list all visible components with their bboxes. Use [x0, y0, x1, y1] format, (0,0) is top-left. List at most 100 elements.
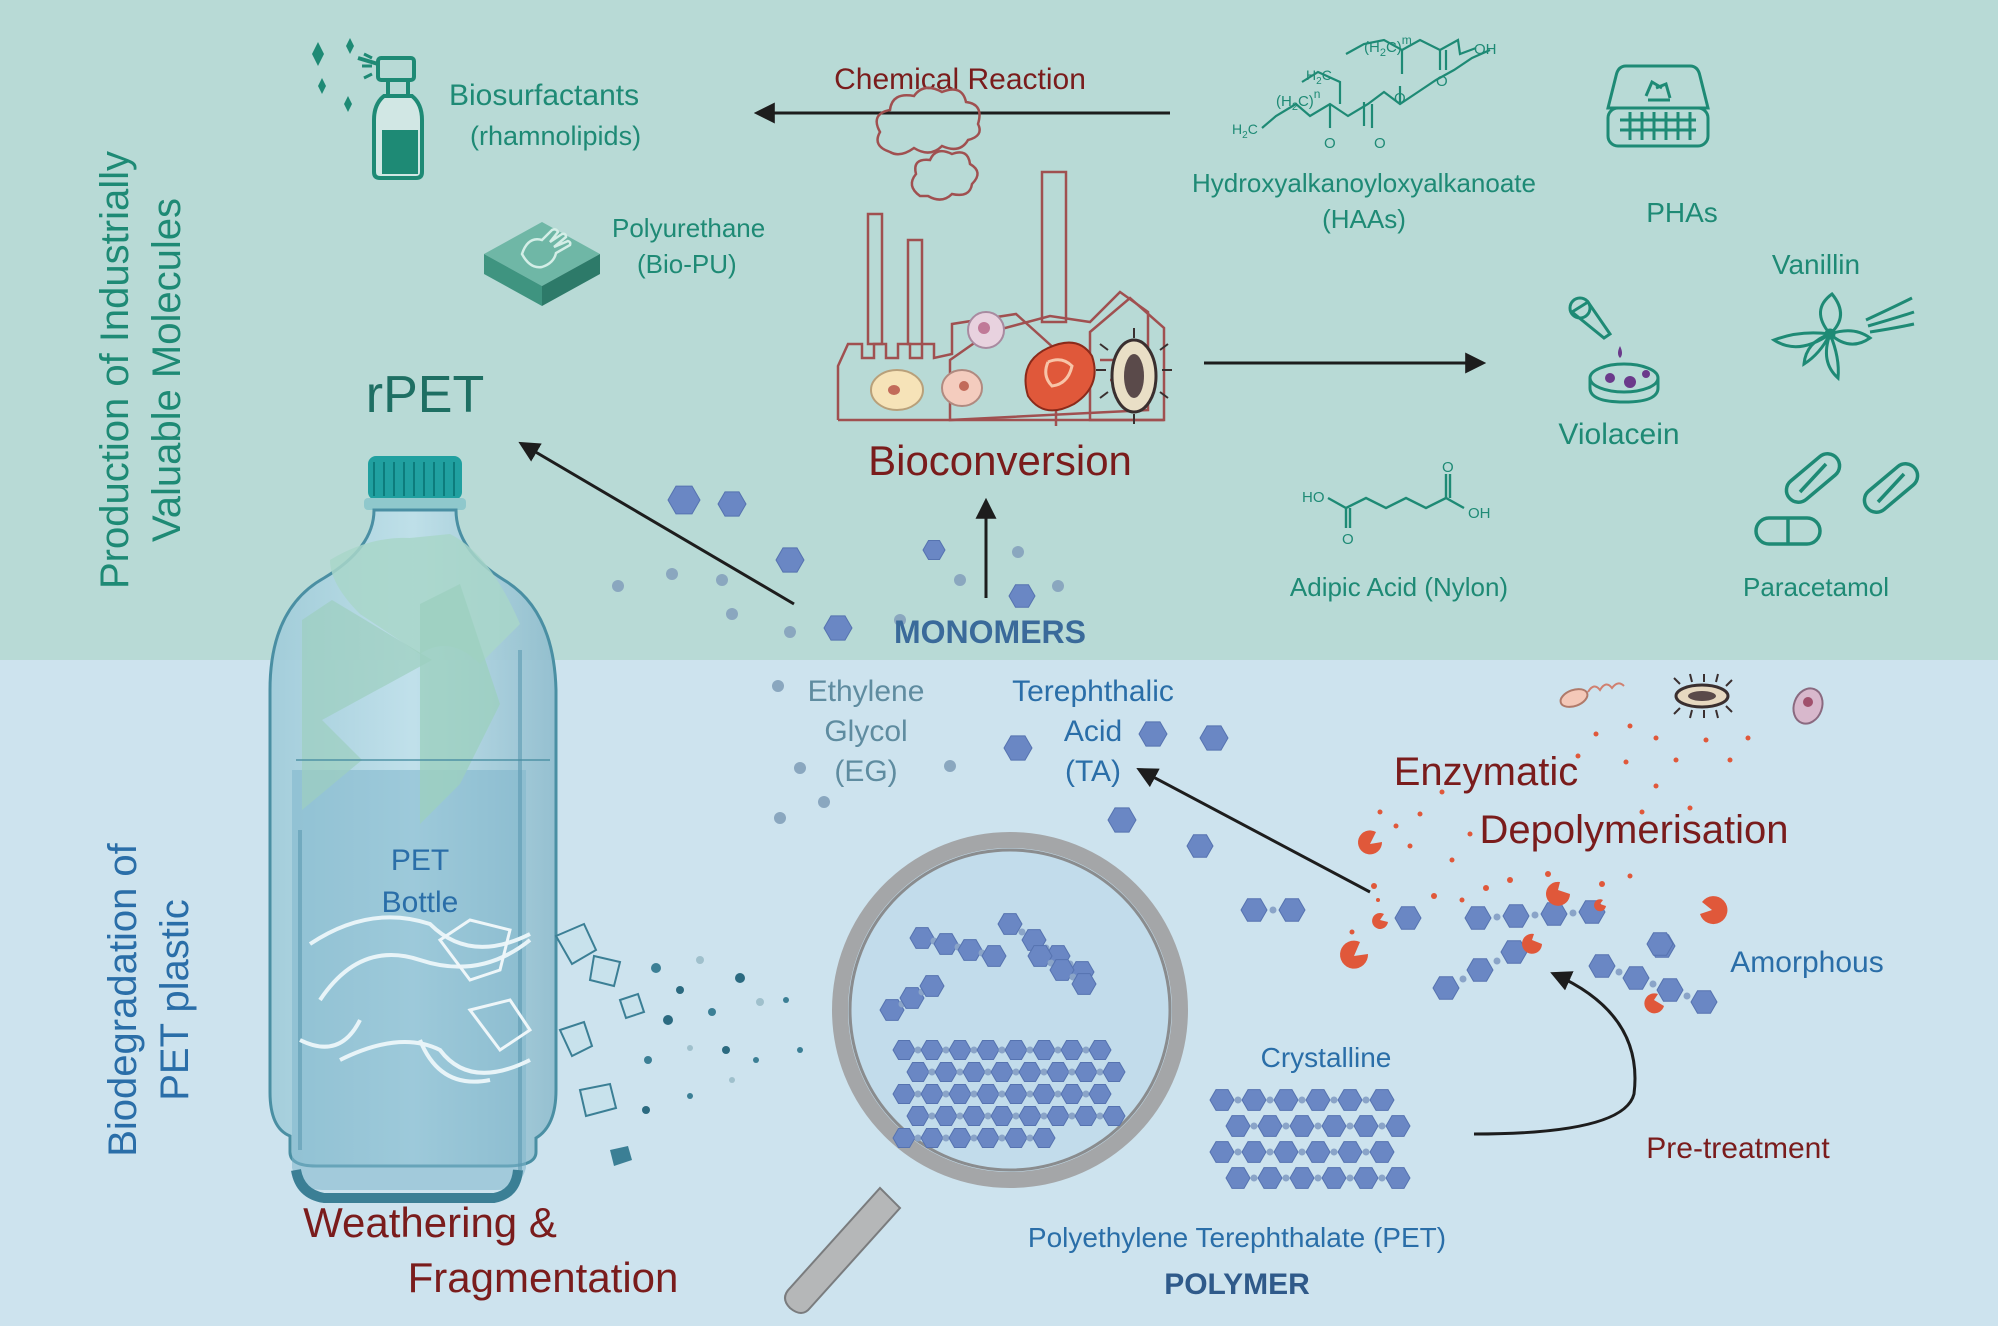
polymer-link-dot — [1018, 928, 1026, 936]
haa-molecule-atoms: (H2C)m H2C (H2C)n H2C OH O O O O — [1232, 33, 1497, 152]
polymer-hexagon — [1289, 1115, 1315, 1137]
top-section-title: Production of Industrially Valuable Mole… — [93, 151, 189, 589]
polymer-hexagon — [934, 1106, 958, 1126]
polymer-hexagon — [892, 1084, 916, 1104]
polymer-link-dot — [1346, 1122, 1354, 1130]
bottom-title-line1: Biodegradation of — [101, 842, 145, 1156]
polymer-link-dot — [1362, 1096, 1370, 1104]
polymer-hexagon — [976, 1040, 1000, 1060]
ethylene-glycol-dot — [666, 568, 678, 580]
rpet-label: rPET — [366, 366, 484, 424]
terephthalic-acid-hexagon — [1003, 735, 1033, 761]
polymer-hexagon — [920, 1040, 944, 1060]
ta-label-line1: Terephthalic — [1012, 675, 1174, 708]
ethylene-glycol-dot — [1012, 546, 1024, 558]
haa-name-label: Hydroxyalkanoyloxyalkanoate — [1192, 168, 1536, 198]
polymer-hexagon — [1102, 1106, 1126, 1126]
polymer-label: POLYMER — [1164, 1268, 1310, 1301]
svg-text:(H2C)n: (H2C)n — [1276, 87, 1320, 113]
pha-container-icon — [1606, 64, 1710, 148]
terephthalic-acid-hexagon — [1008, 584, 1036, 608]
polymer-hexagon — [1209, 1089, 1235, 1111]
polymer-hexagon — [1018, 1106, 1042, 1126]
adipic-acid-atoms: HO O O OH — [1302, 459, 1491, 548]
spray-bottle-icon — [312, 38, 424, 180]
depolymerisation-arrow — [1136, 768, 1371, 894]
polymer-hexagon — [1049, 959, 1075, 981]
svg-text:O: O — [1342, 531, 1354, 548]
polymer-link-dot — [1266, 1148, 1274, 1156]
polymer-link-dot — [1330, 1096, 1338, 1104]
terephthalic-acid-hexagon — [1199, 725, 1229, 751]
polymer-link-dot — [1298, 1096, 1306, 1104]
pet-bottle-label-line1: PET — [391, 844, 449, 877]
ethylene-glycol-dot — [772, 680, 784, 692]
polymer-link-dot — [1026, 1090, 1034, 1098]
polymer-hexagon — [962, 1106, 986, 1126]
haa-abbr-label: (HAAs) — [1322, 204, 1406, 234]
polymer-hexagon — [920, 1084, 944, 1104]
ta-label-line3: (TA) — [1065, 755, 1121, 788]
svg-text:H2C: H2C — [1306, 67, 1332, 87]
polymer-link-dot — [1026, 1134, 1034, 1142]
polymer-hexagon — [1432, 976, 1460, 1000]
polyurethane-tile-icon — [484, 222, 600, 306]
polymer-hexagon — [1241, 1141, 1267, 1163]
violacein-dish-icon — [1568, 296, 1660, 404]
polymer-link-dot — [998, 1090, 1006, 1098]
polymer-link-dot — [1314, 1174, 1322, 1182]
bottom-section-title: Biodegradation of PET plastic — [101, 842, 197, 1156]
vanilla-flower-icon — [1770, 291, 1915, 382]
polymer-hexagon — [981, 945, 1007, 967]
polymer-link-dot — [1493, 957, 1501, 965]
polymer-link-dot — [1649, 980, 1657, 988]
polymer-link-dot — [1683, 992, 1691, 1000]
polymer-link-dot — [1250, 1122, 1258, 1130]
vanillin-label: Vanillin — [1772, 249, 1860, 280]
svg-text:HO: HO — [1302, 489, 1325, 506]
bioconversion-label: Bioconversion — [868, 437, 1132, 484]
monomers-to-rpet-arrow — [518, 441, 795, 606]
svg-text:O: O — [1374, 135, 1386, 152]
polymer-hexagon — [1646, 932, 1674, 956]
polymer-link-dot — [1282, 1122, 1290, 1130]
polymer-hexagon — [976, 1128, 1000, 1148]
polymer-hexagon — [919, 975, 945, 997]
polymer-link-dot — [914, 1134, 922, 1142]
polymer-link-dot — [1026, 1046, 1034, 1054]
enzyme-pacmen — [1340, 830, 1728, 1014]
polymer-hexagon — [892, 1128, 916, 1148]
terephthalic-acid-hexagon — [775, 547, 805, 573]
polymer-hexagon — [1060, 1084, 1084, 1104]
polymer-link-dot — [1054, 1046, 1062, 1054]
polymer-hexagon — [892, 1040, 916, 1060]
ethylene-glycol-dot — [1052, 580, 1064, 592]
polymer-link-dot — [998, 1134, 1006, 1142]
amorphous-label: Amorphous — [1730, 946, 1883, 979]
ethylene-glycol-dot — [726, 608, 738, 620]
terephthalic-acid-hexagon — [1186, 834, 1214, 858]
enzymatic-label-line1: Enzymatic — [1394, 750, 1579, 794]
polymer-link-dot — [1378, 1122, 1386, 1130]
ethylene-glycol-dot — [612, 580, 624, 592]
polymer-hexagon — [1369, 1089, 1395, 1111]
polymer-hexagon — [1074, 1106, 1098, 1126]
polymer-hexagon — [990, 1106, 1014, 1126]
polymer-link-dot — [942, 1134, 950, 1142]
ethylene-glycol-dot — [784, 626, 796, 638]
polymer-link-dot — [1082, 1090, 1090, 1098]
polymer-hexagon — [1088, 1040, 1112, 1060]
polymer-hexagon — [962, 1062, 986, 1082]
top-title-line2: Valuable Molecules — [145, 198, 189, 542]
violacein-label: Violacein — [1558, 418, 1679, 451]
monomer-particles — [612, 485, 1229, 858]
polymer-hexagon — [1656, 978, 1684, 1002]
ethylene-glycol-dot — [818, 796, 830, 808]
ethylene-glycol-dot — [774, 812, 786, 824]
paracetamol-pills-icon — [1754, 452, 1920, 546]
terephthalic-acid-hexagon — [1138, 721, 1168, 747]
polymer-hexagon — [1466, 958, 1494, 982]
polymer-hexagon — [948, 1128, 972, 1148]
amorphous-polymer-chains — [1240, 898, 1718, 1014]
